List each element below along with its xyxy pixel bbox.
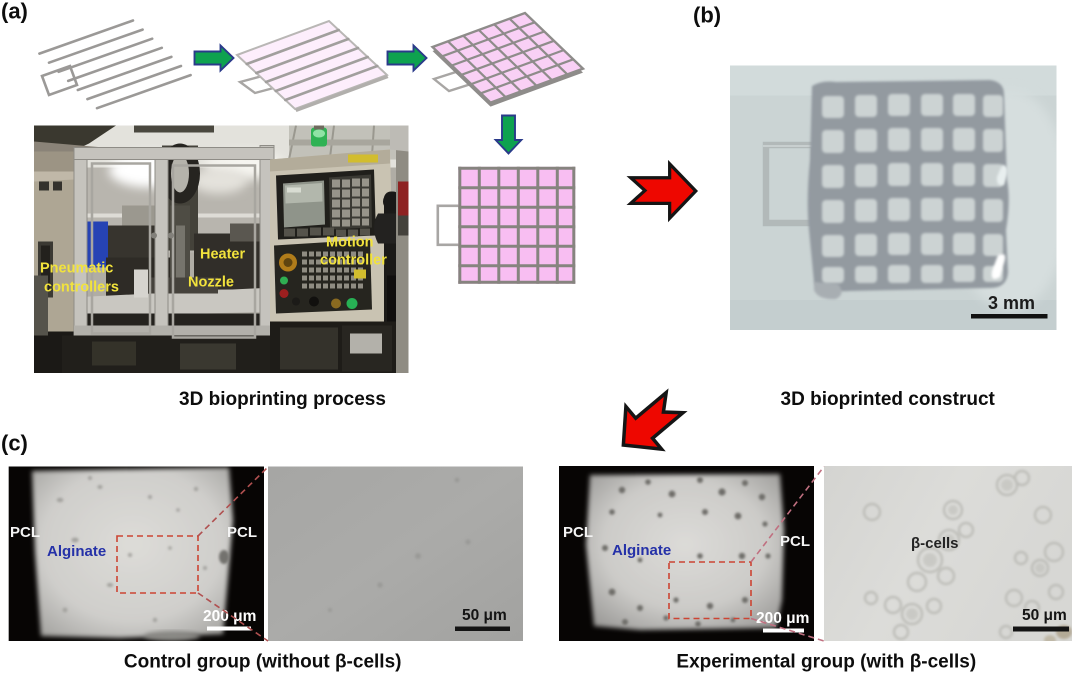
svg-text:PCL: PCL: [780, 533, 810, 550]
svg-text:3D bioprinted construct: 3D bioprinted construct: [781, 389, 996, 410]
svg-text:(a): (a): [1, 0, 28, 24]
svg-text:β-cells: β-cells: [911, 535, 959, 552]
svg-text:200 μm: 200 μm: [756, 610, 809, 627]
svg-text:controller: controller: [320, 253, 387, 269]
svg-text:Nozzle: Nozzle: [188, 275, 234, 291]
svg-text:200 μm: 200 μm: [203, 608, 256, 625]
svg-text:PCL: PCL: [227, 524, 257, 541]
svg-text:Pneumatic: Pneumatic: [40, 261, 113, 277]
svg-text:Heater: Heater: [200, 247, 245, 263]
svg-text:Experimental group (with β-cel: Experimental group (with β-cells): [676, 652, 976, 673]
svg-text:50 μm: 50 μm: [1022, 607, 1067, 624]
svg-text:Alginate: Alginate: [47, 543, 106, 560]
svg-text:3 mm: 3 mm: [988, 293, 1035, 313]
svg-text:Control group (without β-cells: Control group (without β-cells): [124, 652, 402, 673]
svg-text:Alginate: Alginate: [612, 542, 671, 559]
svg-text:controllers: controllers: [44, 280, 119, 296]
svg-text:3D bioprinting process: 3D bioprinting process: [179, 389, 386, 410]
svg-text:(b): (b): [693, 3, 721, 28]
svg-text:PCL: PCL: [10, 524, 40, 541]
svg-text:Motion: Motion: [326, 235, 374, 251]
svg-text:PCL: PCL: [563, 524, 593, 541]
svg-text:(c): (c): [1, 431, 28, 456]
svg-text:50 μm: 50 μm: [462, 607, 507, 624]
